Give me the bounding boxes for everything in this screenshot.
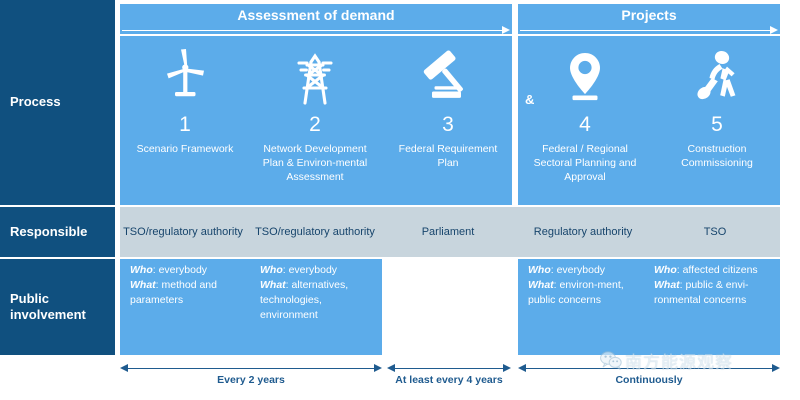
responsible-cell-4: Regulatory authority	[533, 225, 633, 238]
process-step-5-number: 5	[711, 113, 723, 136]
who-label-1: Who	[130, 264, 153, 276]
responsible-cell-3: Parliament	[421, 225, 475, 238]
timeline-label-1: Every 2 years	[217, 374, 285, 386]
public-involvement-box-left	[120, 259, 382, 355]
responsible-row-background	[120, 207, 780, 257]
who-label-5: Who	[654, 264, 677, 276]
public-involvement-cell-4: Who: everybody What: environ-ment, publi…	[528, 263, 640, 353]
public-involvement-cell-2: Who: everybody What: alternatives, techn…	[260, 263, 374, 353]
process-step-3[interactable]: 3 Federal Requirement Plan	[385, 40, 511, 203]
timeline-at-least-every-4-years: At least every 4 years	[387, 360, 511, 390]
process-step-1-label: Scenario Framework	[136, 143, 234, 155]
header-projects: Projects	[518, 4, 780, 34]
ampersand-connector: &	[525, 92, 535, 107]
wind-turbine-icon	[159, 46, 211, 108]
row-label-public-involvement: Public involvement	[0, 259, 115, 355]
timeline-line-3	[525, 368, 773, 370]
who-value-1: : everybody	[152, 264, 208, 276]
responsible-cell-5: TSO	[703, 225, 727, 238]
process-step-5[interactable]: 5 Construction Commissioning	[654, 40, 780, 203]
responsible-cell-2: TSO/regulatory authority	[255, 225, 375, 238]
timeline-label-2: At least every 4 years	[395, 374, 503, 386]
timeline-label-3: Continuously	[615, 374, 683, 386]
who-value-2: : everybody	[282, 264, 338, 276]
gavel-icon	[420, 46, 476, 108]
row-label-process: Process	[0, 0, 115, 205]
what-value-5: : public & envi-ronmental concerns	[654, 278, 749, 306]
header-assessment-of-demand: Assessment of demand	[120, 4, 512, 34]
process-step-3-label: Federal Requirement Plan	[398, 143, 498, 169]
row-label-process-text: Process	[10, 94, 61, 110]
process-step-1[interactable]: 1 Scenario Framework	[122, 40, 248, 203]
public-involvement-cell-1: Who: everybody What: method and paramete…	[130, 263, 242, 353]
row-label-responsible-text: Responsible	[10, 223, 88, 239]
arrow-right-icon-2	[503, 364, 511, 372]
what-label-1: What	[130, 278, 156, 291]
responsible-cell-1: TSO/regulatory authority	[123, 225, 243, 238]
process-step-2[interactable]: 2 Network Development Plan & Environ-men…	[250, 40, 380, 203]
public-involvement-box-right	[518, 259, 780, 355]
row-label-responsible: Responsible	[0, 207, 115, 257]
what-value-2: : alternatives, technologies, environmen…	[260, 278, 349, 321]
process-step-2-label: Network Development Plan & Environ-menta…	[262, 143, 368, 183]
process-step-3-number: 3	[442, 113, 454, 136]
row-label-public-involvement-text: Public involvement	[10, 290, 86, 322]
header-assessment-label: Assessment of demand	[237, 7, 395, 23]
arrow-left-icon-2	[387, 364, 395, 372]
process-step-1-number: 1	[179, 113, 191, 136]
arrow-left-icon-3	[518, 364, 526, 372]
timeline-line-2	[394, 368, 504, 370]
process-panel-projects	[518, 36, 780, 205]
header-projects-label: Projects	[621, 7, 677, 23]
arrow-right-icon-3	[772, 364, 780, 372]
timeline-every-2-years: Every 2 years	[120, 360, 382, 390]
arrow-right-icon-assessment	[122, 25, 510, 37]
process-step-2-number: 2	[309, 113, 321, 136]
arrow-left-icon-1	[120, 364, 128, 372]
process-step-4[interactable]: 4 Federal / Regional Sectoral Planning a…	[522, 40, 648, 203]
arrow-right-icon-1	[374, 364, 382, 372]
timeline-line-1	[127, 368, 375, 370]
public-involvement-cell-5: Who: affected citizens What: public & en…	[654, 263, 774, 353]
process-step-5-label: Construction Commissioning	[681, 143, 753, 169]
what-label-5: What	[654, 278, 680, 291]
what-value-4: : environ-ment, public concerns	[528, 278, 624, 306]
what-value-1: : method and parameters	[130, 278, 217, 306]
transmission-tower-icon	[287, 46, 343, 108]
process-step-4-label: Federal / Regional Sectoral Planning and…	[533, 143, 637, 183]
arrow-right-icon-projects	[520, 25, 778, 37]
who-value-4: : everybody	[550, 264, 606, 276]
what-label-4: What	[528, 278, 554, 291]
who-label-4: Who	[528, 264, 551, 276]
map-pin-icon	[559, 46, 611, 108]
process-step-4-number: 4	[579, 113, 591, 136]
timeline-continuously: Continuously	[518, 360, 780, 390]
construction-worker-icon	[689, 46, 745, 108]
who-value-5: : affected citizens	[676, 264, 758, 276]
what-label-2: What	[260, 278, 286, 291]
who-label-2: Who	[260, 264, 283, 276]
